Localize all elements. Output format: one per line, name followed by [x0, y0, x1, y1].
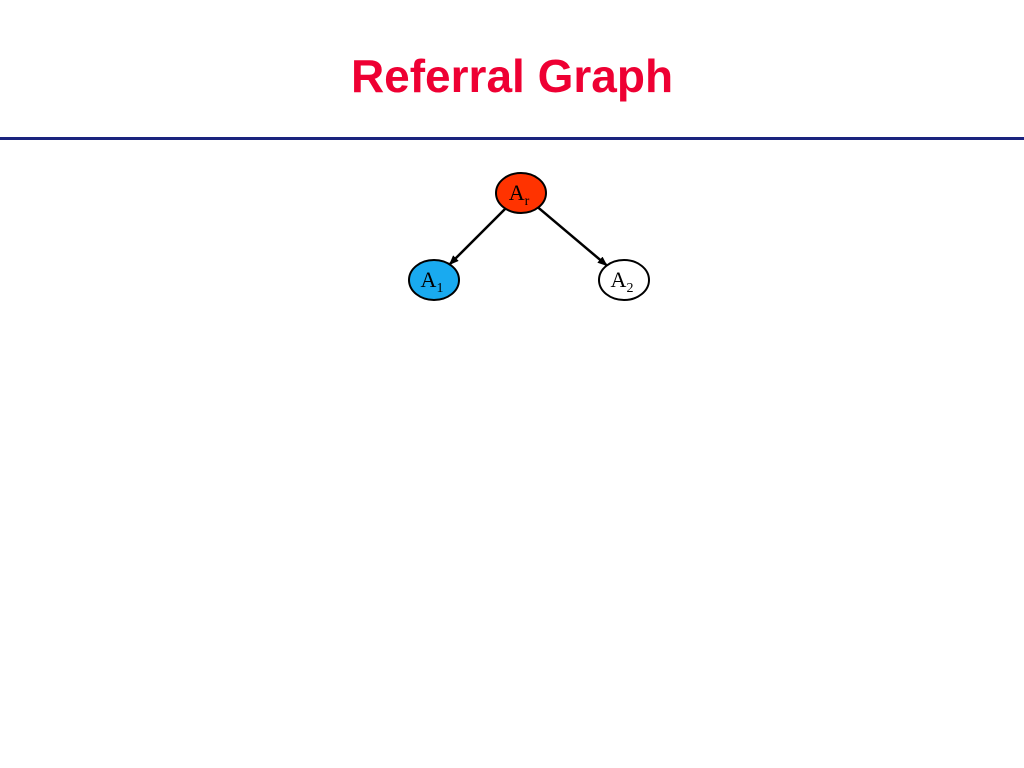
node-root-circle [495, 172, 547, 214]
node-root-subscript: r [525, 194, 530, 209]
node-right-subscript: 2 [626, 281, 633, 296]
node-left-subscript: 1 [436, 281, 443, 296]
node-root-label: Ar [509, 180, 530, 209]
slide-title: Referral Graph [350, 50, 674, 102]
edge-root-to-left [448, 207, 507, 266]
graph-edges [448, 206, 608, 267]
title-divider [0, 137, 1024, 140]
node-root-letter: A [509, 180, 525, 205]
node-right-letter: A [611, 267, 627, 292]
node-left: A1 [408, 259, 460, 301]
node-right-label: A2 [611, 267, 634, 296]
node-left-circle [408, 259, 460, 301]
node-left-letter: A [421, 267, 437, 292]
node-root: Ar [495, 172, 547, 214]
node-left-label: A1 [421, 267, 444, 296]
node-right: A2 [598, 259, 650, 301]
node-right-circle [598, 259, 650, 301]
edge-root-to-right [537, 206, 608, 267]
